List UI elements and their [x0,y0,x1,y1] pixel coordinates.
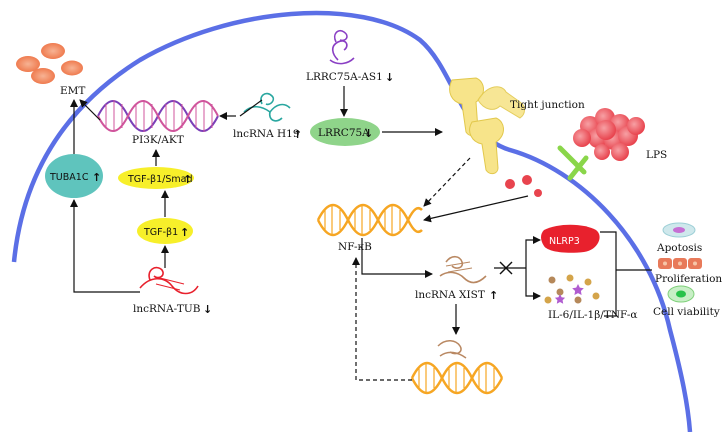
tight-junction-icon [449,77,525,175]
pi3k-akt-helix-icon [97,100,219,132]
proliferation-cells-icon [658,258,702,269]
cell-viability-label: Cell viability [653,306,720,318]
lrrc75a-down-indicator: ↓ [364,127,373,140]
lncrna-xist-icon [439,255,487,284]
arrow-pi3k-to-emt [79,99,101,121]
nfkb-dna-helix-icon [316,203,423,237]
cell-membrane [11,10,693,432]
xist-nfkb-complex-icon [410,340,504,395]
tuba1c-node [45,154,103,198]
cell-viability-icon [667,285,695,303]
tgf-b1-node [137,218,193,244]
lncrna-h19-icon [243,92,291,122]
tgf-smad-label: TGF-β1/Smad [127,174,193,185]
apotosis-label: Apotosis [656,242,702,254]
pi3k-akt-label: PI3K/AKT [132,134,184,146]
tgf-smad-up-indicator: ↑ [183,173,192,186]
inhibition-cross-icon [499,261,513,275]
tgf-b1-up-indicator: ↑ [180,226,189,239]
nfkb-label: NF-κB [338,241,372,253]
lncrna-tub-label: lncRNA-TUB [133,303,201,315]
lncrna-xist-up-indicator: ↑ [489,289,498,302]
branch-to-nlrp3 [525,236,541,268]
tgf-b1-label: TGF-β1 [143,227,178,238]
dashed-arrow-tight-junction-to-nfkb [423,157,471,207]
nlrp3-node [541,224,600,253]
lrrc75a-as1-icon [329,29,355,65]
lps-particle [522,175,532,185]
nlrp3-label: NLRP3 [549,236,580,247]
lrrc75a-node [310,118,380,146]
cytokines-label: IL-6/IL-1β/TNF-α [548,309,638,321]
arrow-tub-to-tuba1c [70,199,140,293]
lncrna-tub-down-indicator: ↓ [203,303,212,316]
lps-particle [505,179,515,189]
tuba1c-label: TUBA1C [49,172,89,183]
lps-label: LPS [646,149,667,161]
lncrna-h19-up-indicator: ↑ [293,128,302,141]
apotosis-cell-icon [662,222,696,238]
arrow-h19-line [239,99,263,117]
lps-receptor-icon [557,145,589,181]
emt-label: EMT [60,85,85,97]
lncrna-xist-label: lncRNA XIST [415,289,485,301]
lps-cluster-icon [573,108,645,161]
tgf-smad-node [118,167,194,189]
lrrc75a-label: LRRC75A [318,127,370,139]
tuba1c-up-indicator: ↑ [92,171,101,184]
lncrna-h19-label: lncRNA H19 [233,128,300,140]
lps-particle [534,189,542,197]
branch-to-cytokines [525,268,541,300]
cytokines-icon [544,274,600,304]
emt-cells-icon [16,43,83,84]
lrrc75a-as1-label: LRRC75A-AS1 [306,71,383,83]
lrrc75a-as1-down-indicator: ↓ [385,71,394,84]
arrow-lps-to-nfkb [423,195,529,223]
dashed-arrow-feedback-to-nfkb [352,257,412,381]
arrow-nfkb-to-xist [361,238,433,278]
tight-junction-label: Tight junction [510,99,585,111]
outcome-bracket [600,231,617,317]
lncrna-tub-icon [139,266,199,295]
proliferation-label: Proliferation [655,273,722,285]
